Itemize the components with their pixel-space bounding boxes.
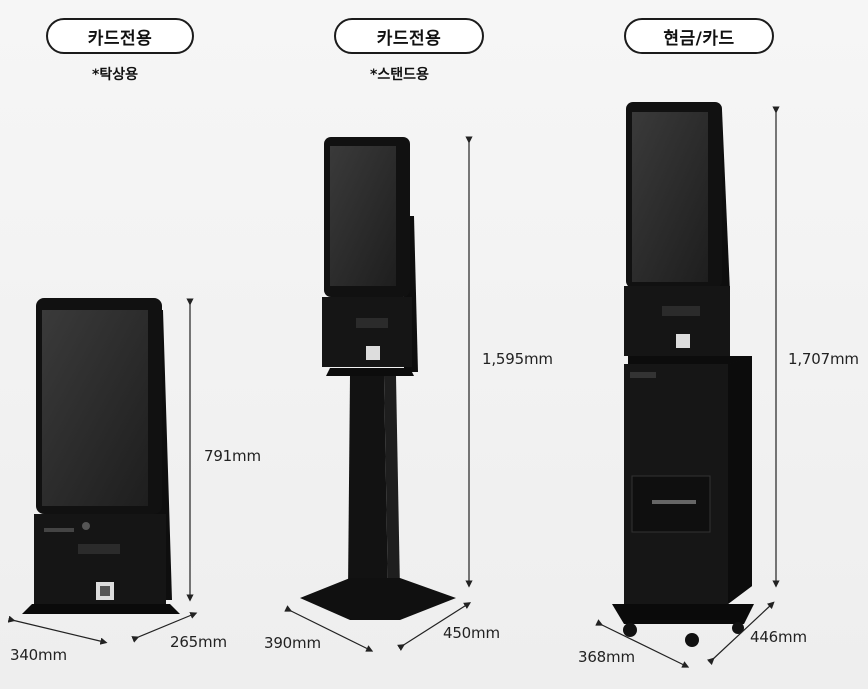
note-product-1: *탁상용 — [92, 67, 138, 83]
kiosk-tabletop — [22, 298, 180, 614]
badge-product-1: 카드전용 — [46, 18, 194, 54]
height-product-3: 1,707mm — [788, 350, 859, 368]
kiosk-stand — [300, 137, 456, 620]
note-product-2: *스탠드용 — [370, 67, 429, 83]
kiosk-cash-card — [612, 102, 754, 647]
depth-product-1: 265mm — [170, 633, 227, 651]
depth-product-2: 450mm — [443, 624, 500, 642]
height-product-1: 791mm — [204, 447, 261, 465]
width-product-1: 340mm — [10, 646, 67, 664]
dimension-lines — [7, 106, 780, 668]
width-product-3: 368mm — [578, 648, 635, 666]
badge-product-3: 현금/카드 — [624, 18, 774, 54]
badge-product-2: 카드전용 — [334, 18, 484, 54]
width-product-2: 390mm — [264, 634, 321, 652]
depth-product-3: 446mm — [750, 628, 807, 646]
height-product-2: 1,595mm — [482, 350, 553, 368]
